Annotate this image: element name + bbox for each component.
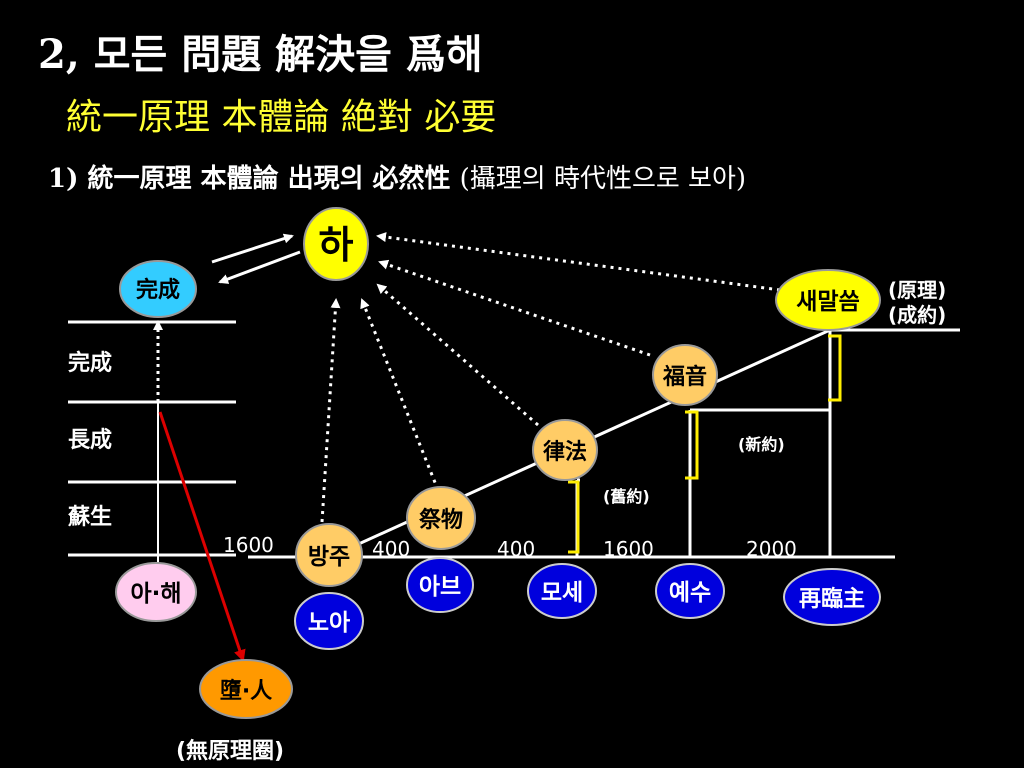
timeline-label: 1600 bbox=[223, 533, 274, 557]
completion-top-label: 完成 bbox=[136, 277, 180, 303]
jesus-node: 예수 bbox=[655, 563, 725, 619]
new-testament-label: (新約) bbox=[738, 435, 785, 454]
no-principle-label: (無原理圈) bbox=[176, 738, 284, 764]
new-word-node: 새말씀 bbox=[775, 269, 881, 331]
principle-label: (原理) bbox=[888, 278, 946, 302]
page-subtitle: 統一原理 本體論 絶對 必要 bbox=[66, 97, 497, 138]
timeline-label: 400 bbox=[497, 537, 535, 561]
completed-testament-label: (成約) bbox=[888, 303, 946, 327]
moses-node: 모세 bbox=[527, 563, 597, 619]
fall-arrow bbox=[158, 411, 246, 662]
ark-node: 방주 bbox=[295, 523, 363, 587]
timeline-label: 1600 bbox=[603, 537, 654, 561]
jesus-label: 예수 bbox=[669, 580, 711, 606]
section-heading: 1) 統一原理 本體論 出現의 必然性 (攝理의 時代性으로 보아) bbox=[48, 158, 746, 195]
adam-eve-node: 아·해 bbox=[115, 562, 197, 622]
ark-label: 방주 bbox=[308, 544, 350, 570]
god-node: 하 bbox=[303, 207, 369, 281]
second-advent-label: 再臨主 bbox=[799, 587, 865, 612]
fallen-man-label: 墮·人 bbox=[220, 678, 272, 704]
gospel-node: 福音 bbox=[652, 344, 718, 406]
second-advent-node: 再臨主 bbox=[783, 568, 881, 626]
arrow-from-god bbox=[218, 250, 301, 284]
title-prefix: 2, bbox=[38, 31, 80, 78]
timeline-label: 2000 bbox=[746, 537, 797, 561]
noah-node: 노아 bbox=[294, 592, 364, 650]
law-node: 律法 bbox=[532, 419, 598, 481]
abraham-label: 아브 bbox=[419, 574, 461, 600]
dotted-arrows-to-god bbox=[320, 232, 781, 523]
law-label: 律法 bbox=[543, 439, 587, 465]
fallen-man-node: 墮·人 bbox=[199, 659, 293, 719]
stage-completion-label: 完成 bbox=[68, 350, 112, 376]
adam-eve-label: 아·해 bbox=[130, 581, 181, 607]
offering-label: 祭物 bbox=[418, 507, 463, 533]
completion-top-node: 完成 bbox=[119, 260, 197, 318]
timeline-label: 400 bbox=[372, 537, 410, 561]
old-testament-label: (舊約) bbox=[603, 487, 650, 506]
god-label: 하 bbox=[319, 223, 354, 267]
heading-number: 1) bbox=[48, 164, 79, 194]
heading-paren: (攝理의 時代性으로 보아) bbox=[459, 164, 747, 194]
offering-node: 祭物 bbox=[406, 486, 476, 550]
new-word-label: 새말씀 bbox=[796, 289, 859, 315]
heading-bold: 統一原理 本體論 出現의 必然性 bbox=[87, 164, 451, 194]
page-title: 2, 모든 問題 解決을 爲해 bbox=[38, 22, 483, 80]
gospel-label: 福音 bbox=[662, 364, 707, 390]
arrow-to-god bbox=[211, 233, 294, 264]
testament-brackets bbox=[568, 334, 842, 554]
moses-label: 모세 bbox=[541, 580, 583, 606]
noah-label: 노아 bbox=[308, 610, 350, 636]
abraham-node: 아브 bbox=[406, 557, 474, 613]
stage-formation-label: 蘇生 bbox=[67, 504, 112, 530]
title-main-text: 모든 問題 解決을 爲해 bbox=[93, 31, 483, 78]
stage-growth-label: 長成 bbox=[68, 428, 112, 453]
